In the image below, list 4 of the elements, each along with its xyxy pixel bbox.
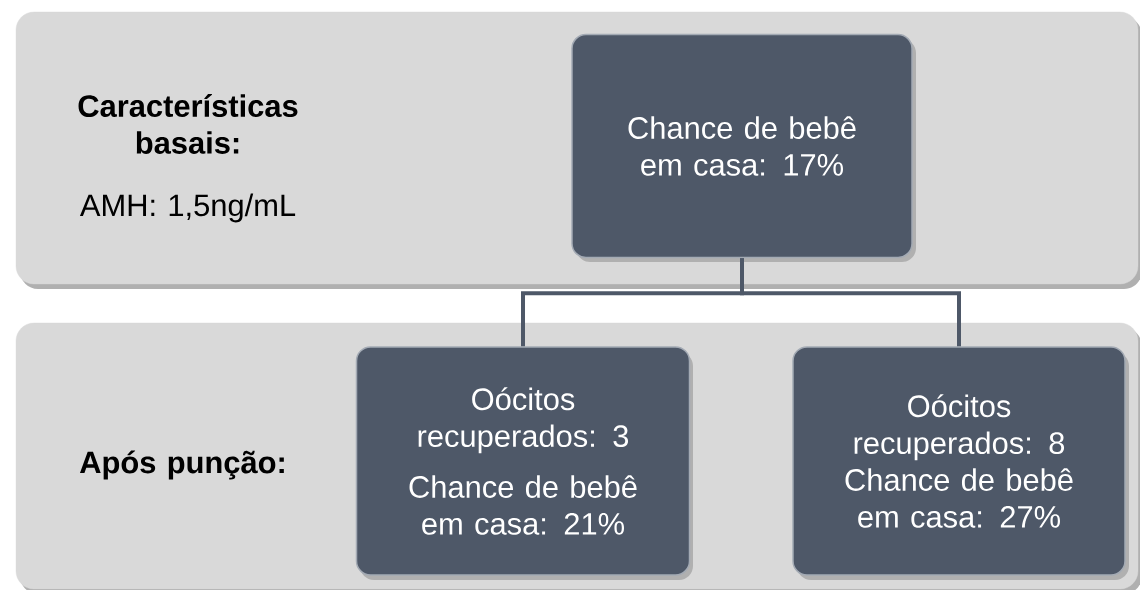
connector	[740, 258, 961, 347]
process-box: Oócitos recuperados: 8 Chance de bebê em casa: 27%	[792, 346, 1129, 580]
process-box: Chance de bebê em casa: 17%	[571, 33, 916, 262]
process-box: Oócitos recuperados: 3 Chance de bebê em casa: 21%	[355, 346, 693, 580]
